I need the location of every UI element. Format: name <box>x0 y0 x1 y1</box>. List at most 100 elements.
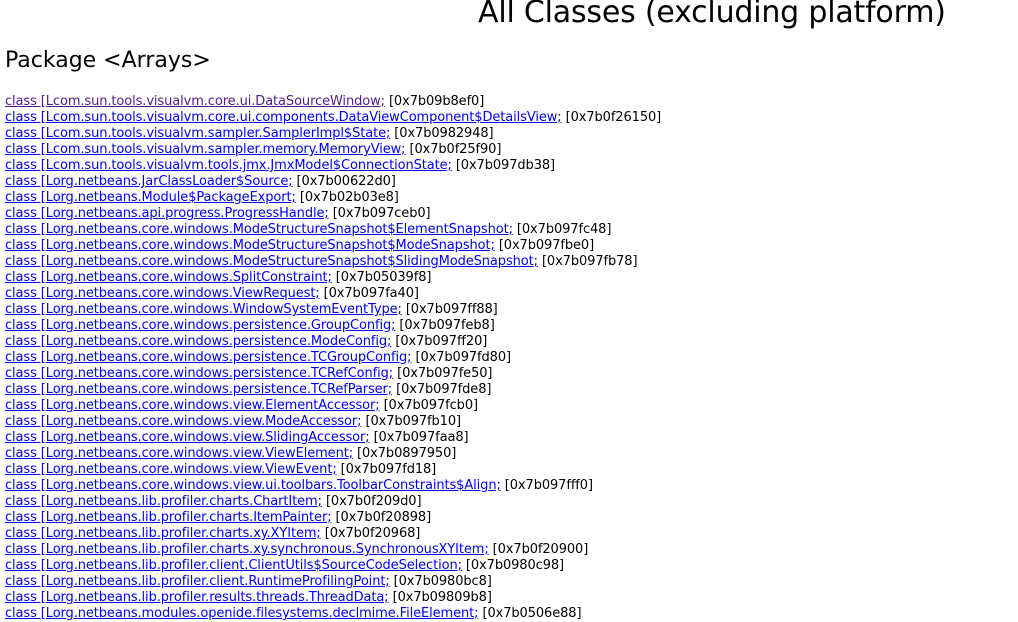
class-address: [0x7b05039f8] <box>331 270 432 285</box>
class-link[interactable]: class [Lorg.netbeans.core.windows.persis… <box>5 350 412 365</box>
list-item: class [Lorg.netbeans.lib.profiler.charts… <box>5 494 1015 510</box>
list-item: class [Lorg.netbeans.core.windows.view.S… <box>5 430 1015 446</box>
list-item: class [Lorg.netbeans.core.windows.ViewRe… <box>5 286 1015 302</box>
class-address: [0x7b097feb8] <box>395 318 495 333</box>
class-link[interactable]: class [Lorg.netbeans.core.windows.persis… <box>5 318 396 333</box>
class-address: [0x7b097fc48] <box>512 222 612 237</box>
class-link[interactable]: class [Lorg.netbeans.core.windows.SplitC… <box>5 270 332 285</box>
class-address: [0x7b097fff0] <box>500 478 593 493</box>
class-address: [0x7b097fcb0] <box>379 398 479 413</box>
class-link[interactable]: class [Lorg.netbeans.core.windows.ModeSt… <box>5 254 538 269</box>
class-address: [0x7b0f20898] <box>331 510 432 525</box>
list-item: class [Lorg.netbeans.core.windows.persis… <box>5 318 1015 334</box>
class-address: [0x7b02b03e8] <box>295 190 399 205</box>
list-item: class [Lcom.sun.tools.visualvm.core.ui.D… <box>5 94 1015 110</box>
list-item: class [Lorg.netbeans.core.windows.ModeSt… <box>5 254 1015 270</box>
class-link[interactable]: class [Lorg.netbeans.core.windows.persis… <box>5 334 392 349</box>
class-address: [0x7b097fd18] <box>336 462 437 477</box>
class-address: [0x7b0897950] <box>352 446 457 461</box>
class-address: [0x7b097fde8] <box>392 382 492 397</box>
class-link[interactable]: class [Lorg.netbeans.core.windows.persis… <box>5 382 393 397</box>
page-title: All Classes (excluding platform) <box>478 0 946 30</box>
class-link[interactable]: class [Lcom.sun.tools.visualvm.sampler.m… <box>5 142 406 157</box>
class-link[interactable]: class [Lorg.netbeans.core.windows.persis… <box>5 366 394 381</box>
class-address: [0x7b097fe50] <box>393 366 493 381</box>
list-item: class [Lorg.netbeans.core.windows.persis… <box>5 382 1015 398</box>
class-address: [0x7b097fb78] <box>537 254 638 269</box>
class-address: [0x7b097fbe0] <box>494 238 595 253</box>
list-item: class [Lorg.netbeans.core.windows.view.E… <box>5 398 1015 414</box>
class-address: [0x7b09809b8] <box>388 590 492 605</box>
class-link[interactable]: class [Lorg.netbeans.core.windows.view.V… <box>5 446 353 461</box>
class-link[interactable]: class [Lorg.netbeans.lib.profiler.client… <box>5 558 462 573</box>
class-link[interactable]: class [Lorg.netbeans.core.windows.ModeSt… <box>5 222 513 237</box>
list-item: class [Lorg.netbeans.core.windows.ModeSt… <box>5 222 1015 238</box>
class-link[interactable]: class [Lorg.netbeans.lib.profiler.charts… <box>5 510 332 525</box>
class-link[interactable]: class [Lorg.netbeans.lib.profiler.charts… <box>5 542 489 557</box>
class-link[interactable]: class [Lorg.netbeans.lib.profiler.charts… <box>5 494 322 509</box>
class-address: [0x7b00622d0] <box>292 174 396 189</box>
class-address: [0x7b0f209d0] <box>321 494 422 509</box>
class-link[interactable]: class [Lcom.sun.tools.visualvm.tools.jmx… <box>5 158 452 173</box>
class-address: [0x7b0982948] <box>390 126 494 141</box>
list-item: class [Lorg.netbeans.core.windows.view.V… <box>5 462 1015 478</box>
class-address: [0x7b097db38] <box>451 158 556 173</box>
class-link[interactable]: class [Lorg.netbeans.modules.openide.fil… <box>5 606 479 621</box>
class-address: [0x7b097ff20] <box>391 334 488 349</box>
list-item: class [Lcom.sun.tools.visualvm.tools.jmx… <box>5 158 1015 174</box>
class-link[interactable]: class [Lorg.netbeans.lib.profiler.client… <box>5 574 390 589</box>
list-item: class [Lorg.netbeans.JarClassLoader$Sour… <box>5 174 1015 190</box>
list-item: class [Lorg.netbeans.lib.profiler.client… <box>5 574 1015 590</box>
list-item: class [Lorg.netbeans.modules.openide.fil… <box>5 606 1015 622</box>
class-link[interactable]: class [Lorg.netbeans.core.windows.ModeSt… <box>5 238 495 253</box>
list-item: class [Lorg.netbeans.core.windows.view.V… <box>5 446 1015 462</box>
class-link[interactable]: class [Lorg.netbeans.core.windows.view.E… <box>5 398 380 413</box>
class-link[interactable]: class [Lorg.netbeans.lib.profiler.charts… <box>5 526 321 541</box>
class-address: [0x7b0f26150] <box>561 110 662 125</box>
class-address: [0x7b097fb10] <box>361 414 461 429</box>
class-address: [0x7b09b8ef0] <box>384 94 485 109</box>
class-link[interactable]: class [Lorg.netbeans.core.windows.view.M… <box>5 414 362 429</box>
class-link[interactable]: class [Lorg.netbeans.core.windows.ViewRe… <box>5 286 320 301</box>
class-address: [0x7b0f25f90] <box>405 142 502 157</box>
list-item: class [Lcom.sun.tools.visualvm.sampler.m… <box>5 142 1015 158</box>
class-address: [0x7b0980c98] <box>461 558 565 573</box>
class-link[interactable]: class [Lorg.netbeans.api.progress.Progre… <box>5 206 329 221</box>
class-address: [0x7b097ff88] <box>401 302 498 317</box>
list-item: class [Lorg.netbeans.core.windows.view.u… <box>5 478 1015 494</box>
class-address: [0x7b0506e88] <box>478 606 582 621</box>
list-item: class [Lorg.netbeans.lib.profiler.client… <box>5 558 1015 574</box>
class-address: [0x7b0f20900] <box>488 542 589 557</box>
class-link[interactable]: class [Lorg.netbeans.core.windows.view.V… <box>5 462 337 477</box>
class-address: [0x7b097fa40] <box>319 286 419 301</box>
class-link[interactable]: class [Lorg.netbeans.core.windows.view.u… <box>5 478 501 493</box>
list-item: class [Lorg.netbeans.lib.profiler.charts… <box>5 526 1015 542</box>
list-item: class [Lorg.netbeans.lib.profiler.result… <box>5 590 1015 606</box>
list-item: class [Lorg.netbeans.core.windows.Window… <box>5 302 1015 318</box>
list-item: class [Lorg.netbeans.Module$PackageExpor… <box>5 190 1015 206</box>
list-item: class [Lcom.sun.tools.visualvm.core.ui.c… <box>5 110 1015 126</box>
package-heading: Package <Arrays> <box>5 48 211 73</box>
list-item: class [Lcom.sun.tools.visualvm.sampler.S… <box>5 126 1015 142</box>
class-address: [0x7b097fd80] <box>411 350 512 365</box>
class-address: [0x7b097faa8] <box>369 430 469 445</box>
list-item: class [Lorg.netbeans.core.windows.persis… <box>5 334 1015 350</box>
class-link[interactable]: class [Lorg.netbeans.lib.profiler.result… <box>5 590 389 605</box>
class-address: [0x7b097ceb0] <box>328 206 431 221</box>
class-link[interactable]: class [Lorg.netbeans.core.windows.view.S… <box>5 430 370 445</box>
class-address: [0x7b0f20968] <box>320 526 421 541</box>
class-link[interactable]: class [Lcom.sun.tools.visualvm.core.ui.c… <box>5 110 562 125</box>
class-link[interactable]: class [Lcom.sun.tools.visualvm.sampler.S… <box>5 126 391 141</box>
class-address: [0x7b0980bc8] <box>389 574 492 589</box>
class-link[interactable]: class [Lorg.netbeans.core.windows.Window… <box>5 302 402 317</box>
list-item: class [Lorg.netbeans.core.windows.persis… <box>5 350 1015 366</box>
class-list: class [Lcom.sun.tools.visualvm.core.ui.D… <box>5 94 1015 622</box>
list-item: class [Lorg.netbeans.core.windows.persis… <box>5 366 1015 382</box>
list-item: class [Lorg.netbeans.lib.profiler.charts… <box>5 542 1015 558</box>
class-link[interactable]: class [Lorg.netbeans.Module$PackageExpor… <box>5 190 296 205</box>
list-item: class [Lorg.netbeans.core.windows.ModeSt… <box>5 238 1015 254</box>
list-item: class [Lorg.netbeans.core.windows.SplitC… <box>5 270 1015 286</box>
class-link[interactable]: class [Lcom.sun.tools.visualvm.core.ui.D… <box>5 94 385 109</box>
class-link[interactable]: class [Lorg.netbeans.JarClassLoader$Sour… <box>5 174 293 189</box>
list-item: class [Lorg.netbeans.core.windows.view.M… <box>5 414 1015 430</box>
